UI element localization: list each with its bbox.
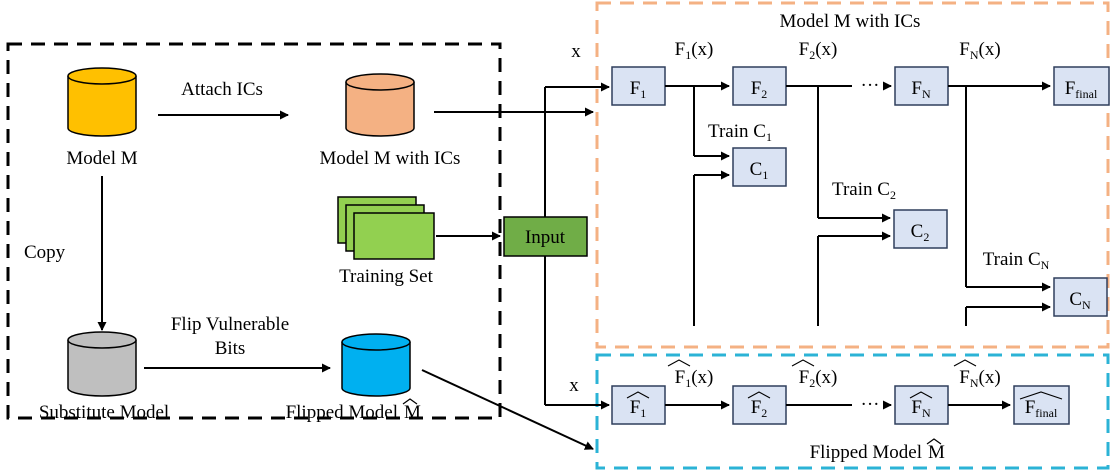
svg-text:Flipped Model: Flipped Model [286,402,398,423]
bottom-panel-border [595,353,1110,470]
top-panel-border [595,1,1110,349]
svg-text:F1: F1 [630,397,647,420]
f1-label: F1 [630,78,647,101]
c1-block [732,147,787,187]
fnhat-x-label: FN(x) [953,359,1001,390]
m-hat-symbol: M [404,402,421,423]
top-panel-title: Model M with ICs [780,11,921,32]
training-set-label: Training Set [339,266,434,287]
ffinal-block [1053,66,1110,106]
f2hat-x-label: F2(x) [791,359,838,390]
fnx-label: FN(x) [959,39,1000,62]
f2x-label: F2(x) [799,39,838,62]
svg-text:F2: F2 [751,397,768,420]
train-cn-label: Train CN [983,249,1050,272]
svg-text:FN: FN [911,397,931,420]
f2-block [732,66,787,106]
bottom-x-label: x [569,375,579,396]
f2hat-block: F2 [732,385,787,425]
svg-text:F1(x): F1(x) [675,367,714,390]
c2-block [893,209,948,249]
c2-label: C2 [911,221,930,244]
bottom-ellipsis: ··· [861,394,880,415]
flipped-model-label: Flipped Model M [286,398,421,423]
f1-block [611,66,666,106]
fn-label: FN [911,78,931,101]
f1hat-block: F1 [611,385,666,425]
model-m-label: Model M [66,148,137,169]
substitute-model-label: Substitute Model [39,402,169,423]
flipped-model-cylinder-icon [341,333,411,397]
flipped-to-bottom-panel-arrow [421,369,594,450]
f1x-label: F1(x) [675,39,714,62]
flip-bits-label-line1: Flip Vulnerable [171,314,289,335]
model-with-ics-label: Model M with ICs [320,148,461,169]
copy-label: Copy [24,242,66,263]
train-c2-label: Train C2 [832,179,896,202]
attach-ics-label: Attach ICs [181,79,263,100]
svg-text:FN(x): FN(x) [959,367,1000,390]
svg-text:Flipped Model: Flipped Model [810,442,922,463]
c1-label: C1 [750,159,769,182]
input-label: Input [525,227,566,248]
svg-text:M: M [928,442,945,463]
fnhat-block: FN [894,385,949,425]
top-x-label: x [571,41,581,62]
bottom-panel-title: Flipped Model M [810,438,945,463]
f1hat-x-label: F1(x) [667,359,714,390]
svg-text:F2(x): F2(x) [799,367,838,390]
model-m-cylinder-icon [67,67,137,137]
top-ellipsis: ··· [861,75,880,96]
training-set-icon [337,196,435,260]
cn-block [1053,277,1108,317]
model-ics-cylinder-icon [345,73,415,137]
flip-bits-label-line2: Bits [215,338,246,359]
train-c1-label: Train C1 [708,121,772,144]
cn-label: CN [1069,289,1091,312]
ffinal-label: Ffinal [1065,78,1098,101]
left-panel-border [6,42,502,420]
substitute-model-cylinder-icon [67,331,137,397]
svg-text:Ffinal: Ffinal [1025,397,1058,420]
ffinalhat-block: Ffinal [1013,385,1070,425]
f2-label: F2 [751,78,768,101]
